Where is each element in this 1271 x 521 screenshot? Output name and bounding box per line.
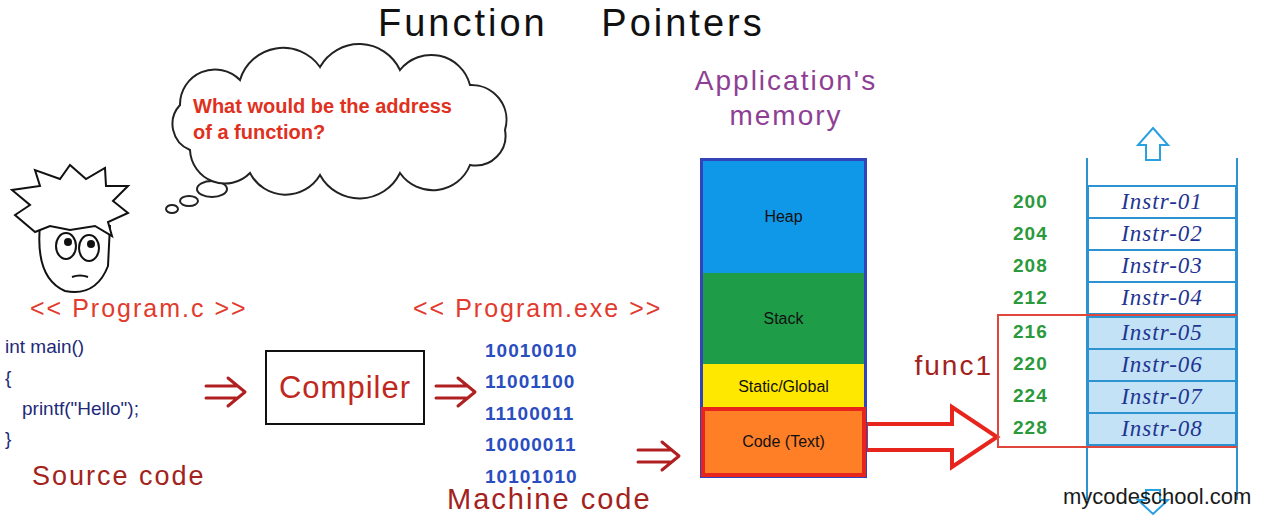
- box-label: Instr-04: [1121, 285, 1203, 311]
- block-arrow: [866, 407, 997, 467]
- instruction-cell: Instr-08: [1087, 412, 1237, 446]
- mouth: [72, 276, 88, 278]
- memory-address: 216: [1013, 321, 1048, 344]
- source-line: }: [5, 428, 11, 451]
- thought-bubble: [166, 205, 178, 213]
- pupil: [64, 238, 72, 246]
- memory-address: 212: [1013, 287, 1048, 310]
- box-label: Instr-05: [1121, 320, 1203, 346]
- watermark: mycodeschool.com: [1063, 484, 1251, 510]
- region-heading: func1: [907, 350, 993, 382]
- pupil: [87, 240, 95, 248]
- memory-address: 208: [1013, 255, 1048, 278]
- hair: [12, 165, 128, 236]
- up-arrow: [1138, 128, 1168, 160]
- diagram-title: Function Pointers: [378, 1, 765, 47]
- box-label: What would be the address of a function?: [193, 93, 468, 145]
- static-segment: Static/Global: [703, 364, 864, 409]
- file-name: << Program.c >>: [30, 293, 248, 323]
- machine-code-line: 11100011: [485, 403, 574, 426]
- memory-column: Application's memoryHeapStackStatic/Glob…: [700, 158, 867, 478]
- machine-code-line: 10000011: [485, 434, 577, 457]
- source-line: {: [5, 367, 11, 390]
- stack-segment: Stack: [703, 273, 864, 364]
- memory-address: 220: [1013, 353, 1048, 376]
- instruction-cell: Instr-05: [1087, 316, 1237, 350]
- memory-strip: [1087, 128, 1237, 514]
- double-arrow: [638, 442, 679, 470]
- source-line: int main(): [5, 336, 84, 359]
- box-label: Instr-03: [1121, 253, 1203, 279]
- cloud-shape: [173, 44, 507, 198]
- box-label: Instr-08: [1121, 416, 1203, 442]
- thought-bubble: [180, 196, 198, 206]
- compiler-box: Compiler: [265, 350, 425, 425]
- region-heading: Application's memory: [666, 63, 906, 133]
- code-segment: Code (Text): [701, 407, 866, 477]
- box-label: Compiler: [279, 370, 411, 406]
- file-name: << Program.exe >>: [413, 293, 662, 323]
- instruction-cell: Instr-03: [1087, 249, 1237, 283]
- memory-address: 204: [1013, 223, 1048, 246]
- instruction-cell: Instr-07: [1087, 380, 1237, 414]
- box-label: Instr-07: [1121, 384, 1203, 410]
- instruction-cell: Instr-02: [1087, 217, 1237, 251]
- machine-code-line: 11001100: [485, 371, 575, 394]
- face-outline: [39, 225, 110, 292]
- thought-cloud: What would be the address of a function?: [150, 55, 525, 180]
- memory-address: 224: [1013, 385, 1048, 408]
- box-label: Instr-02: [1121, 221, 1203, 247]
- instruction-cell: Instr-01: [1087, 185, 1237, 219]
- source-line: printf("Hello");: [22, 398, 139, 421]
- double-arrow: [206, 378, 245, 406]
- heap-segment: Heap: [703, 161, 864, 273]
- eye: [56, 233, 76, 259]
- caption-label: Machine code: [447, 482, 652, 517]
- box-label: Heap: [764, 208, 802, 226]
- instruction-cell: Instr-06: [1087, 348, 1237, 382]
- box-label: Instr-01: [1121, 189, 1203, 215]
- instruction-cell: Instr-04: [1087, 281, 1237, 315]
- eye: [79, 235, 99, 261]
- cartoon-face: [12, 165, 128, 292]
- box-label: Instr-06: [1121, 352, 1203, 378]
- machine-code-line: 10010010: [485, 340, 578, 363]
- cloud-outline: [150, 55, 525, 180]
- box-label: Stack: [763, 310, 803, 328]
- caption-label: Source code: [32, 460, 206, 492]
- box-label: Static/Global: [738, 378, 829, 396]
- memory-address: 200: [1013, 191, 1048, 214]
- double-arrow: [436, 378, 475, 406]
- memory-address: 228: [1013, 417, 1048, 440]
- box-label: Code (Text): [742, 433, 825, 451]
- thought-trail: [166, 181, 227, 213]
